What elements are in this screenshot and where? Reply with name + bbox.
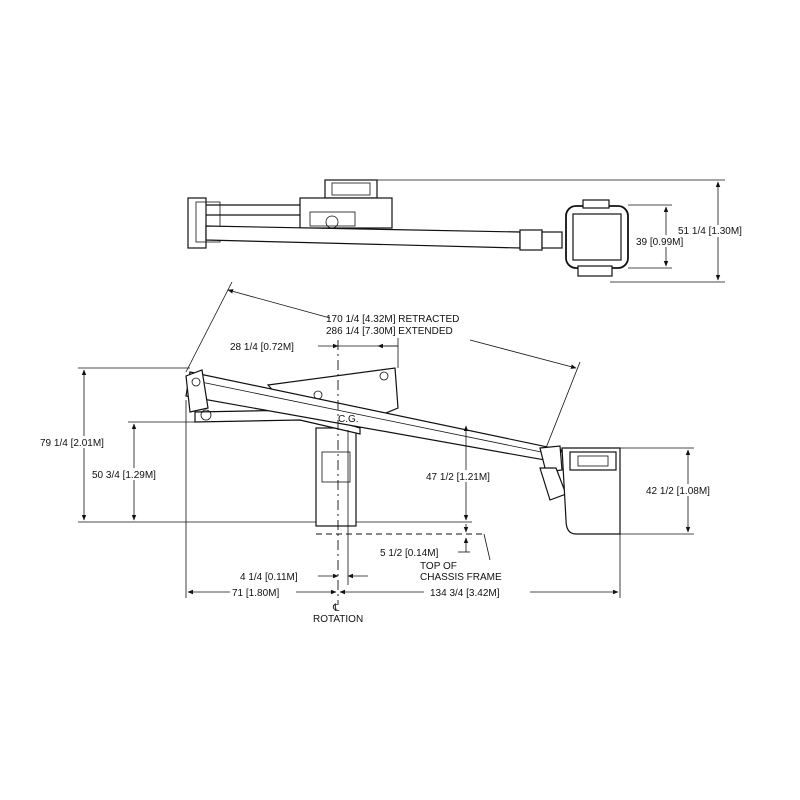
dim-text-rear-length: 71 [1.80M] bbox=[232, 588, 279, 599]
label-top-of: TOP OF bbox=[420, 561, 457, 572]
dim-bg bbox=[634, 235, 694, 247]
boom-line bbox=[195, 380, 557, 456]
dim-text-chassis-offset: 5 1/2 [0.14M] bbox=[380, 548, 439, 559]
dim-text-rotation-offset: 4 1/4 [0.11M] bbox=[240, 572, 298, 583]
dim-text-tip-height: 47 1/2 [1.21M] bbox=[426, 472, 490, 483]
heel-pin bbox=[191, 377, 201, 387]
dim-text-boom-extended: 286 1/4 [7.30M] EXTENDED bbox=[326, 326, 453, 337]
leader-chassis bbox=[483, 533, 491, 561]
dim-text-front-length: 134 3/4 [3.42M] bbox=[430, 588, 500, 599]
cylinder-top bbox=[309, 211, 356, 227]
dim-text-cg-offset: 28 1/4 [0.72M] bbox=[230, 342, 294, 353]
rear-frame-inner bbox=[195, 201, 221, 243]
turret-detail bbox=[331, 182, 371, 196]
bucket-rail bbox=[569, 451, 617, 471]
side-view: C.G. 170 1/4 [4.32M] RETRACTED 286 1/4 [… bbox=[36, 281, 730, 625]
dim-text-platform-height-top: 39 [0.99M] bbox=[636, 237, 683, 248]
boom-top-view bbox=[205, 225, 521, 249]
dim-text-overall-height: 79 1/4 [2.01M] bbox=[40, 438, 104, 449]
turret-base bbox=[299, 197, 393, 229]
dim-text-pivot-height: 50 3/4 [1.29M] bbox=[92, 470, 156, 481]
bucket-rail-inner bbox=[577, 455, 609, 467]
ext-line-boom-rear bbox=[185, 281, 233, 373]
label-chassis-frame: CHASSIS FRAME bbox=[420, 572, 502, 583]
dim-bg bbox=[676, 225, 762, 237]
boom-heel bbox=[185, 369, 209, 413]
platform-bucket-top bbox=[572, 213, 622, 261]
boom-tip bbox=[539, 445, 563, 473]
platform-base-top bbox=[577, 265, 613, 277]
ext-line-boom-front bbox=[545, 361, 581, 449]
pedestal-window bbox=[321, 451, 351, 483]
dim-bg bbox=[36, 436, 128, 448]
dim-bg bbox=[424, 470, 512, 482]
rear-frame bbox=[187, 197, 207, 249]
dim-bg bbox=[644, 484, 730, 496]
dim-text-overall-height-top: 51 1/4 [1.30M] bbox=[678, 226, 742, 237]
cg-label: C.G. bbox=[338, 414, 359, 425]
dim-line-boom-a bbox=[227, 289, 331, 319]
dim-text-boom-retracted: 170 1/4 [4.32M] RETRACTED bbox=[326, 314, 459, 325]
boom-tip-top bbox=[519, 229, 543, 251]
label-rotation: ROTATION bbox=[313, 614, 363, 625]
dim-line-boom-b bbox=[469, 339, 577, 369]
top-view: 51 1/4 [1.30M] 39 [0.99M] bbox=[187, 179, 762, 283]
pedestal bbox=[315, 427, 357, 527]
tip-bracket bbox=[539, 467, 567, 501]
rotator-top bbox=[541, 231, 563, 249]
platform-rail-top bbox=[582, 199, 610, 209]
dim-text-platform-height: 42 1/2 [1.08M] bbox=[646, 486, 710, 497]
lower-pin bbox=[200, 409, 212, 421]
pin bbox=[379, 371, 389, 381]
dim-bg bbox=[90, 468, 182, 480]
centerline-symbol: ℄ bbox=[332, 603, 340, 614]
